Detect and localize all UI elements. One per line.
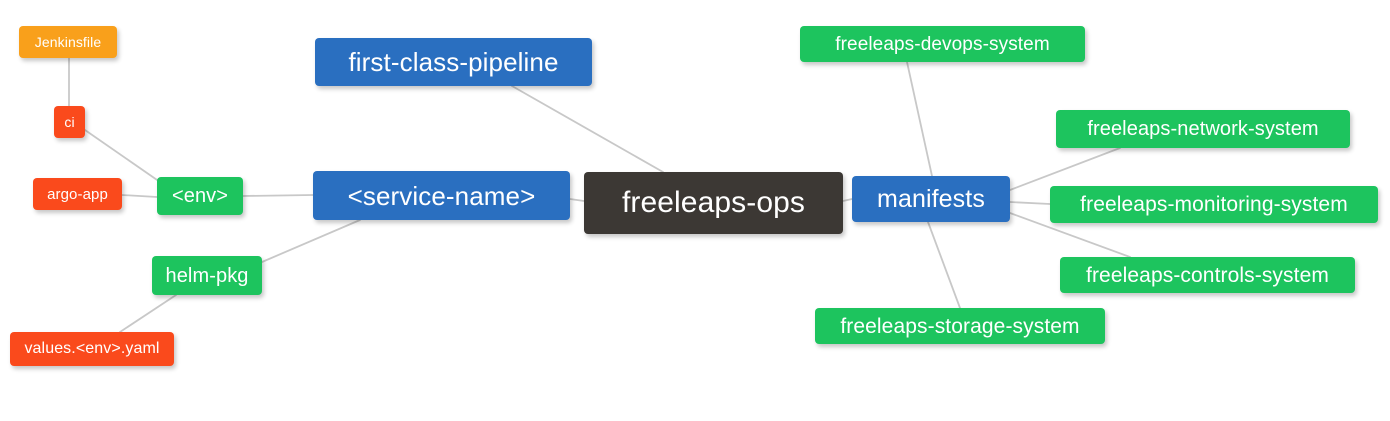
node-freeleaps-devops-system[interactable]: freeleaps-devops-system [800, 26, 1085, 62]
edge-manifests-devops [906, 61, 933, 177]
edge-manifests-storage [927, 221, 961, 309]
edge-manifests-network [1009, 147, 1121, 191]
node-argo-app[interactable]: argo-app [33, 178, 122, 210]
node-helm-pkg[interactable]: helm-pkg [152, 256, 262, 295]
edge-ci-env [84, 129, 161, 183]
node-freeleaps-controls-system[interactable]: freeleaps-controls-system [1060, 257, 1355, 293]
edge-pipeline-root [511, 85, 664, 173]
edge-argoapp-env [121, 194, 158, 198]
node-freeleaps-storage-system[interactable]: freeleaps-storage-system [815, 308, 1105, 344]
node-freeleaps-monitoring-system[interactable]: freeleaps-monitoring-system [1050, 186, 1378, 223]
node-ci[interactable]: ci [54, 106, 85, 138]
node-env[interactable]: <env> [157, 177, 243, 215]
node-manifests[interactable]: manifests [852, 176, 1010, 222]
node-freeleaps-ops-root[interactable]: freeleaps-ops [584, 172, 843, 234]
node-first-class-pipeline[interactable]: first-class-pipeline [315, 38, 592, 86]
node-jenkinsfile[interactable]: Jenkinsfile [19, 26, 117, 58]
edge-manifests-monitoring [1009, 201, 1051, 205]
edge-servicename-root [569, 198, 585, 202]
node-freeleaps-network-system[interactable]: freeleaps-network-system [1056, 110, 1350, 148]
edge-servicename-helmpkg [261, 219, 361, 263]
edge-root-manifests [842, 198, 853, 202]
node-values-yaml[interactable]: values.<env>.yaml [10, 332, 174, 366]
edge-env-servicename [242, 194, 314, 197]
edge-helmpkg-values [119, 294, 177, 333]
node-service-name[interactable]: <service-name> [313, 171, 570, 220]
